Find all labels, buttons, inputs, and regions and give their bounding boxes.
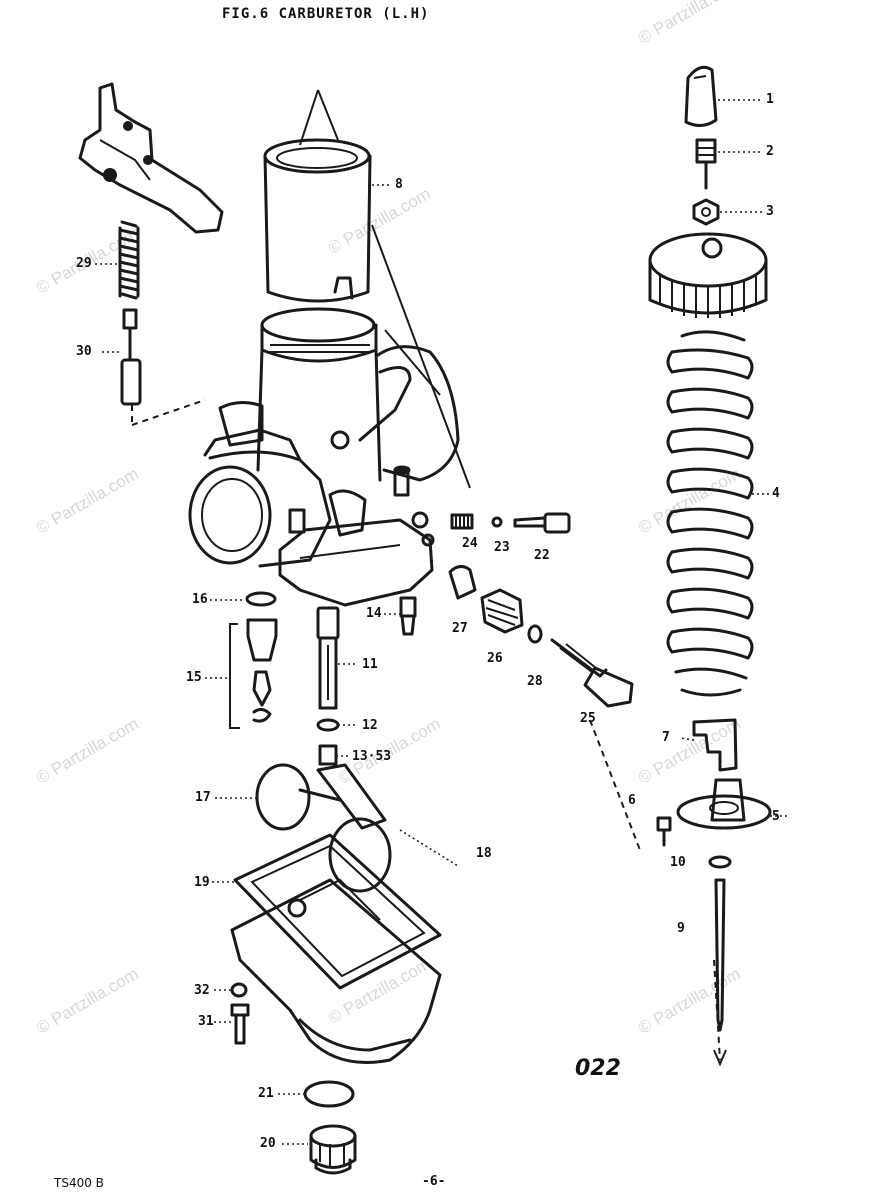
callout-22: 22: [534, 548, 550, 563]
air-screw-parts: [450, 512, 571, 534]
needle-jet-part-11: [316, 606, 340, 766]
callout-10: 10: [670, 855, 686, 870]
callout-20: 20: [260, 1136, 276, 1151]
jet-needle-part-9: [714, 878, 726, 1032]
top-cap-part: [648, 232, 768, 318]
float-part-17: [255, 763, 392, 893]
spring-part-29: [118, 220, 140, 300]
callout-25: 25: [580, 711, 596, 726]
drain-plug-parts: [303, 1080, 357, 1175]
callout-11: 11: [362, 657, 378, 672]
callout-2: 2: [766, 144, 774, 159]
callout-3: 3: [766, 204, 774, 219]
callout-17: 17: [195, 790, 211, 805]
page-number: -6-: [422, 1174, 446, 1189]
callout-18: 18: [476, 846, 492, 861]
callout-5: 5: [772, 809, 780, 824]
diagram-code: 022: [575, 1056, 621, 1081]
float-bowl-part: [230, 833, 442, 1064]
needle-clip-plate-part-7: [692, 718, 738, 772]
callout-12: 12: [362, 718, 378, 733]
screw-part-6: [656, 816, 672, 847]
bowl-screw-parts: [230, 982, 250, 1045]
callout-23: 23: [494, 540, 510, 555]
leader-lines: [95, 99, 790, 1145]
clip-part-10: [708, 855, 732, 869]
float-pin-part-18: [399, 829, 459, 867]
idle-screw-parts: [448, 565, 634, 708]
callout-21: 21: [258, 1086, 274, 1101]
callout-28: 28: [527, 674, 543, 689]
figure-title: FIG.6 CARBURETOR (L.H): [222, 6, 430, 22]
callout-1: 1: [766, 92, 774, 107]
jet-part-14: [399, 596, 417, 636]
adjuster-part-2: [695, 138, 717, 190]
cable-bracket-part: [78, 82, 224, 234]
callout-7: 7: [662, 730, 670, 745]
callout-14: 14: [366, 606, 382, 621]
callout-32: 32: [194, 983, 210, 998]
model-label: TS400 B: [54, 1176, 104, 1190]
callout-6: 6: [628, 793, 636, 808]
callout-24: 24: [462, 536, 478, 551]
callout-9: 9: [677, 921, 685, 936]
callout-4: 4: [772, 486, 780, 501]
cable-adjuster-part-30: [120, 308, 142, 406]
carburetor-body: [188, 138, 460, 607]
slide-spring-part-4: [666, 330, 754, 697]
needle-valve-parts: [229, 591, 278, 729]
retainer-part-5: [676, 778, 772, 830]
callout-13: 13·53: [352, 749, 392, 764]
callout-8: 8: [395, 177, 403, 192]
callout-27: 27: [452, 621, 468, 636]
cap-nut-part-1: [684, 65, 718, 127]
callout-29: 29: [76, 256, 92, 271]
callout-30: 30: [76, 344, 92, 359]
callout-15: 15: [186, 670, 202, 685]
nut-part-3: [692, 198, 720, 226]
callout-26: 26: [487, 651, 503, 666]
callout-31: 31: [198, 1014, 214, 1029]
callout-19: 19: [194, 875, 210, 890]
callout-16: 16: [192, 592, 208, 607]
